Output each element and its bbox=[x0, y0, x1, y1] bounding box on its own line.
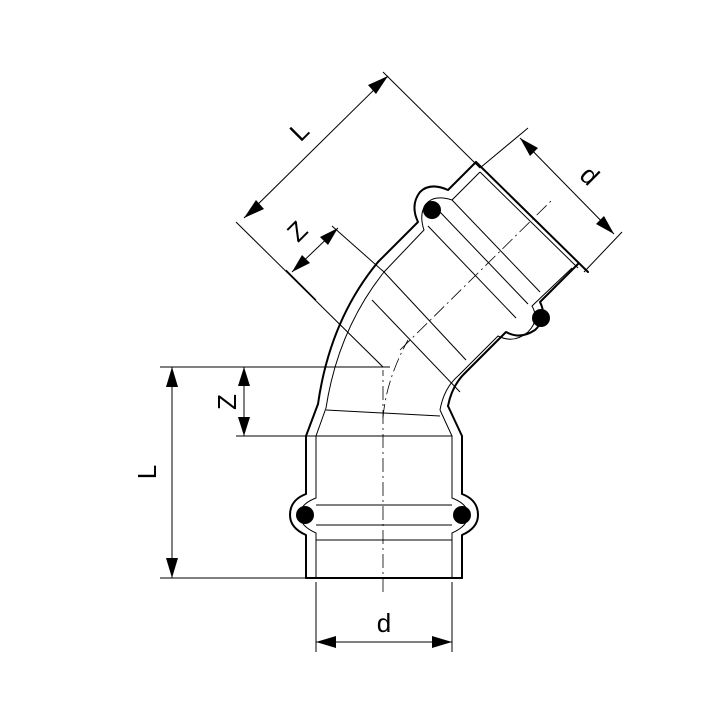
angled-socket-outer-right bbox=[465, 263, 579, 373]
angled-socket-outer-left bbox=[377, 161, 477, 263]
elbow-outer-wall bbox=[317, 261, 379, 405]
angled-centerline bbox=[399, 199, 553, 351]
angled-socket-inner-right bbox=[457, 267, 573, 377]
angled-seal-line-upper bbox=[427, 225, 517, 319]
elbow-inner-wall-inner bbox=[439, 375, 459, 411]
bottom-seal-right bbox=[453, 506, 471, 524]
angled-pipe-stop bbox=[383, 271, 467, 361]
elbow-outer-wall-inner bbox=[325, 271, 385, 409]
angled-seal-upper bbox=[423, 201, 441, 219]
center-lines bbox=[382, 199, 553, 592]
label-diameter-angled: d bbox=[574, 160, 605, 191]
label-insertion-angled: Z bbox=[281, 215, 314, 248]
angled-seal-line-lower bbox=[439, 211, 529, 305]
elbow-body bbox=[317, 261, 467, 411]
bottom-socket-inner-left bbox=[299, 407, 327, 578]
angled-opening bbox=[475, 161, 589, 273]
label-insertion-bottom: Z bbox=[212, 394, 242, 410]
dimension-length-bottom: L bbox=[132, 366, 390, 579]
bottom-socket bbox=[289, 403, 479, 579]
dimension-length-angled: L bbox=[235, 71, 481, 368]
bottom-socket-outer-left bbox=[289, 403, 319, 579]
label-length-angled: L bbox=[284, 116, 315, 147]
angled-socket bbox=[371, 161, 589, 393]
dimension-insertion-bottom: Z bbox=[212, 367, 316, 437]
curved-centerline bbox=[382, 339, 409, 419]
angled-transition-line bbox=[371, 299, 461, 393]
dimension-insertion-angled: Z bbox=[281, 215, 385, 301]
bottom-socket-outer-right bbox=[447, 405, 479, 579]
label-length-bottom: L bbox=[132, 465, 162, 479]
label-diameter-bottom: d bbox=[377, 608, 391, 638]
elbow-inner-wall bbox=[447, 371, 467, 407]
angled-bead-line bbox=[451, 199, 541, 293]
angled-seal-lower bbox=[532, 309, 550, 327]
bottom-seal-left bbox=[296, 506, 314, 524]
dimension-diameter-angled: d bbox=[479, 127, 623, 273]
dimension-diameter-bottom: d bbox=[315, 582, 453, 652]
angled-opening-inner bbox=[479, 171, 579, 269]
